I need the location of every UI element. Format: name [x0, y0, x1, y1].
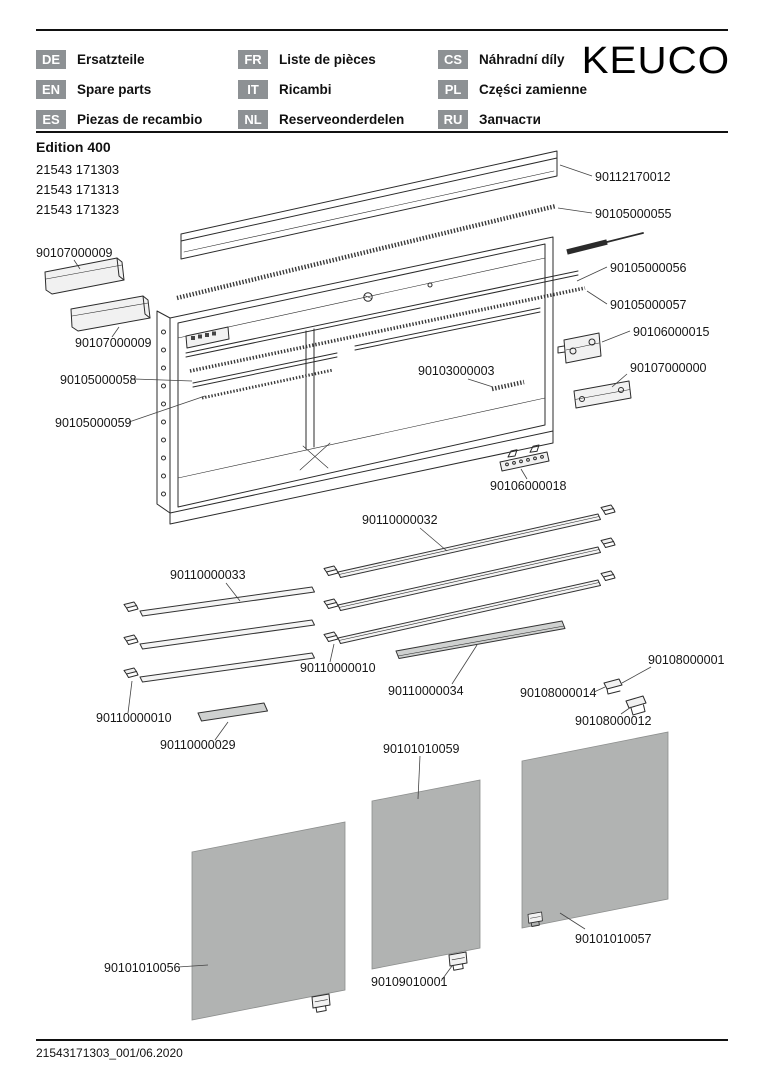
part-cover-strip-drawing	[176, 203, 557, 301]
part-label-90110000029: 90110000029	[160, 738, 236, 752]
lang-badge-cs: CS	[438, 49, 468, 69]
lang-label-pl: Części zamienne	[479, 81, 588, 97]
part-label-90108000014: 90108000014	[520, 686, 597, 700]
product-series: Edition 400	[36, 139, 111, 155]
part-label-90110000010-a: 90110000010	[300, 661, 376, 675]
header-rule	[36, 131, 728, 133]
lang-label-de: Ersatzteile	[77, 51, 145, 67]
lang-badge-es: ES	[36, 109, 66, 129]
footer-rule	[36, 1039, 728, 1041]
lang-row-it: IT Ricambi	[238, 74, 438, 104]
lang-label-es: Piezas de recambio	[77, 111, 203, 127]
part-90107000009-drawing-1	[44, 257, 125, 295]
connector-pin	[205, 333, 209, 337]
part-label-90107000000: 90107000000	[630, 361, 707, 375]
part-label-90105000055: 90105000055	[595, 207, 672, 221]
lang-row-ru: RU Запчасти	[438, 104, 613, 134]
part-label-90101010059: 90101010059	[383, 742, 460, 756]
lang-badge-de: DE	[36, 49, 66, 69]
cabinet-body-drawing	[156, 236, 554, 525]
leader-lines	[73, 164, 652, 982]
lang-row-fr: FR Liste de pièces	[238, 44, 438, 74]
shelf-group-right-drawing	[323, 504, 616, 644]
connector-pin	[198, 334, 202, 339]
lang-row-es: ES Piezas de recambio	[36, 104, 238, 134]
part-label-90107000009-a: 90107000009	[36, 246, 113, 260]
lang-label-it: Ricambi	[279, 81, 332, 97]
part-label-90101010056: 90101010056	[104, 961, 181, 975]
mirror-door-middle	[371, 779, 481, 970]
part-label-90106000015: 90106000015	[633, 325, 710, 339]
language-header: DE Ersatzteile FR Liste de pièces CS Náh…	[36, 44, 596, 134]
part-label-90110000034: 90110000034	[388, 684, 464, 698]
part-label-90105000059: 90105000059	[55, 416, 132, 430]
hinge-parts-drawing	[603, 678, 647, 716]
part-label-90105000058: 90105000058	[60, 373, 137, 387]
tool-drawing	[566, 232, 644, 255]
connector-pin	[191, 336, 195, 340]
part-90107000009-drawing-2	[70, 295, 151, 332]
lang-row-nl: NL Reserveonderdelen	[238, 104, 438, 134]
part-90106000018-drawing	[499, 444, 550, 472]
connector-pin	[212, 331, 216, 336]
part-90107000000-drawing	[573, 380, 632, 409]
lang-badge-pl: PL	[438, 79, 468, 99]
lang-badge-ru: RU	[438, 109, 468, 129]
part-label-90105000057: 90105000057	[610, 298, 687, 312]
mirror-door-right	[521, 731, 669, 929]
lang-label-cs: Náhradní díly	[479, 51, 565, 67]
part-label-90108000012: 90108000012	[575, 714, 652, 728]
product-model-3: 21543 171323	[36, 202, 120, 217]
mirror-door-left	[191, 821, 346, 1021]
product-model-1: 21543 171303	[36, 162, 120, 177]
part-90103000003-drawing	[491, 379, 525, 392]
cross-rails-drawing	[185, 270, 586, 400]
part-label-90112170012: 90112170012	[595, 170, 671, 184]
lang-label-nl: Reserveonderdelen	[279, 111, 405, 127]
lang-row-cs: CS Náhradní díly	[438, 44, 613, 74]
part-label-90110000033: 90110000033	[170, 568, 246, 582]
lang-badge-en: EN	[36, 79, 66, 99]
part-label-90109010001: 90109010001	[371, 975, 448, 989]
part-label-90110000010-b: 90110000010	[96, 711, 172, 725]
lang-row-en: EN Spare parts	[36, 74, 238, 104]
mirror-clip-middle	[448, 951, 468, 971]
document-reference: 21543171303_001/06.2020	[36, 1046, 183, 1060]
part-labels: 90112170012 90105000055 90107000009 9010…	[36, 170, 725, 989]
part-label-90107000009-b: 90107000009	[75, 336, 152, 350]
part-label-90108000001: 90108000001	[648, 653, 725, 667]
shelf-group-left-drawing	[123, 586, 315, 683]
lang-row-de: DE Ersatzteile	[36, 44, 238, 74]
part-label-90105000056: 90105000056	[610, 261, 687, 275]
part-label-90106000018: 90106000018	[490, 479, 567, 493]
part-90106000015-drawing	[557, 332, 602, 364]
keuco-logo: KEUCO	[581, 40, 730, 82]
lang-label-en: Spare parts	[77, 81, 152, 97]
part-label-90110000032: 90110000032	[362, 513, 438, 527]
product-model-2: 21543 171313	[36, 182, 120, 197]
lang-label-ru: Запчасти	[479, 111, 541, 127]
top-rule	[36, 29, 728, 31]
mirror-clip-left	[311, 993, 331, 1013]
part-label-90101010057: 90101010057	[575, 932, 652, 946]
part-top-profile-drawing	[180, 150, 558, 260]
lang-label-fr: Liste de pièces	[279, 51, 376, 67]
lang-row-pl: PL Części zamienne	[438, 74, 613, 104]
lang-badge-fr: FR	[238, 49, 268, 69]
lang-badge-nl: NL	[238, 109, 268, 129]
lang-badge-it: IT	[238, 79, 268, 99]
product-info: Edition 400 21543 171303 21543 171313 21…	[36, 139, 119, 220]
part-90110000034-drawing	[395, 620, 566, 659]
part-90110000029-drawing	[197, 702, 268, 722]
part-label-90103000003: 90103000003	[418, 364, 495, 378]
